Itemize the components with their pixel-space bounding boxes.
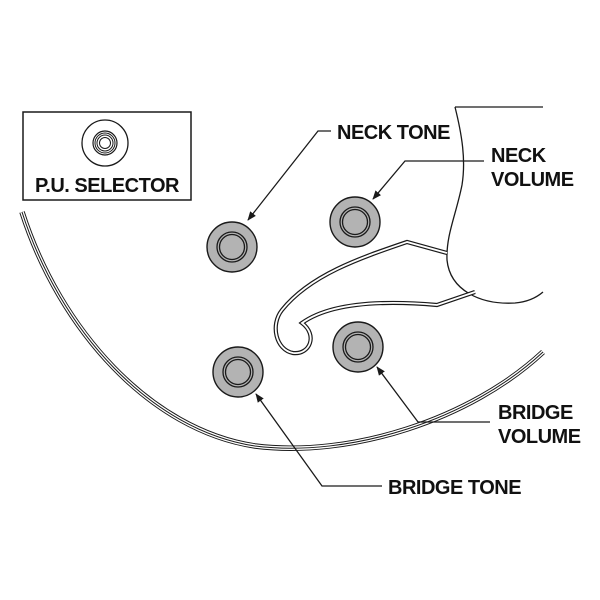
bridge-volume-label-line1: BRIDGE [498,402,573,424]
bridge-volume-leader [376,366,490,423]
selector-label: P.U. SELECTOR [35,175,180,197]
f-hole [273,239,476,356]
bridge-volume-knob[interactable] [332,321,384,373]
pickup-selector[interactable]: P.U. SELECTOR [22,111,192,201]
neck-volume-knob[interactable] [329,196,381,248]
neck-volume-label-line1: NECK [491,145,547,167]
bridge-tone-leader [255,393,382,487]
body-outline [19,211,545,451]
neck-tone-knob[interactable] [206,221,258,273]
neck-volume-label-line2: VOLUME [491,169,574,191]
neck-volume-leader [372,160,484,200]
bridge-volume-label-line2: VOLUME [498,426,581,448]
bridge-tone-knob[interactable] [212,346,264,398]
bridge-tone-label: BRIDGE TONE [388,477,521,499]
toggle-switch-icon[interactable] [81,119,129,167]
neck-tone-leader [247,130,331,221]
cutaway-outline [446,106,544,304]
neck-tone-label: NECK TONE [337,122,450,144]
